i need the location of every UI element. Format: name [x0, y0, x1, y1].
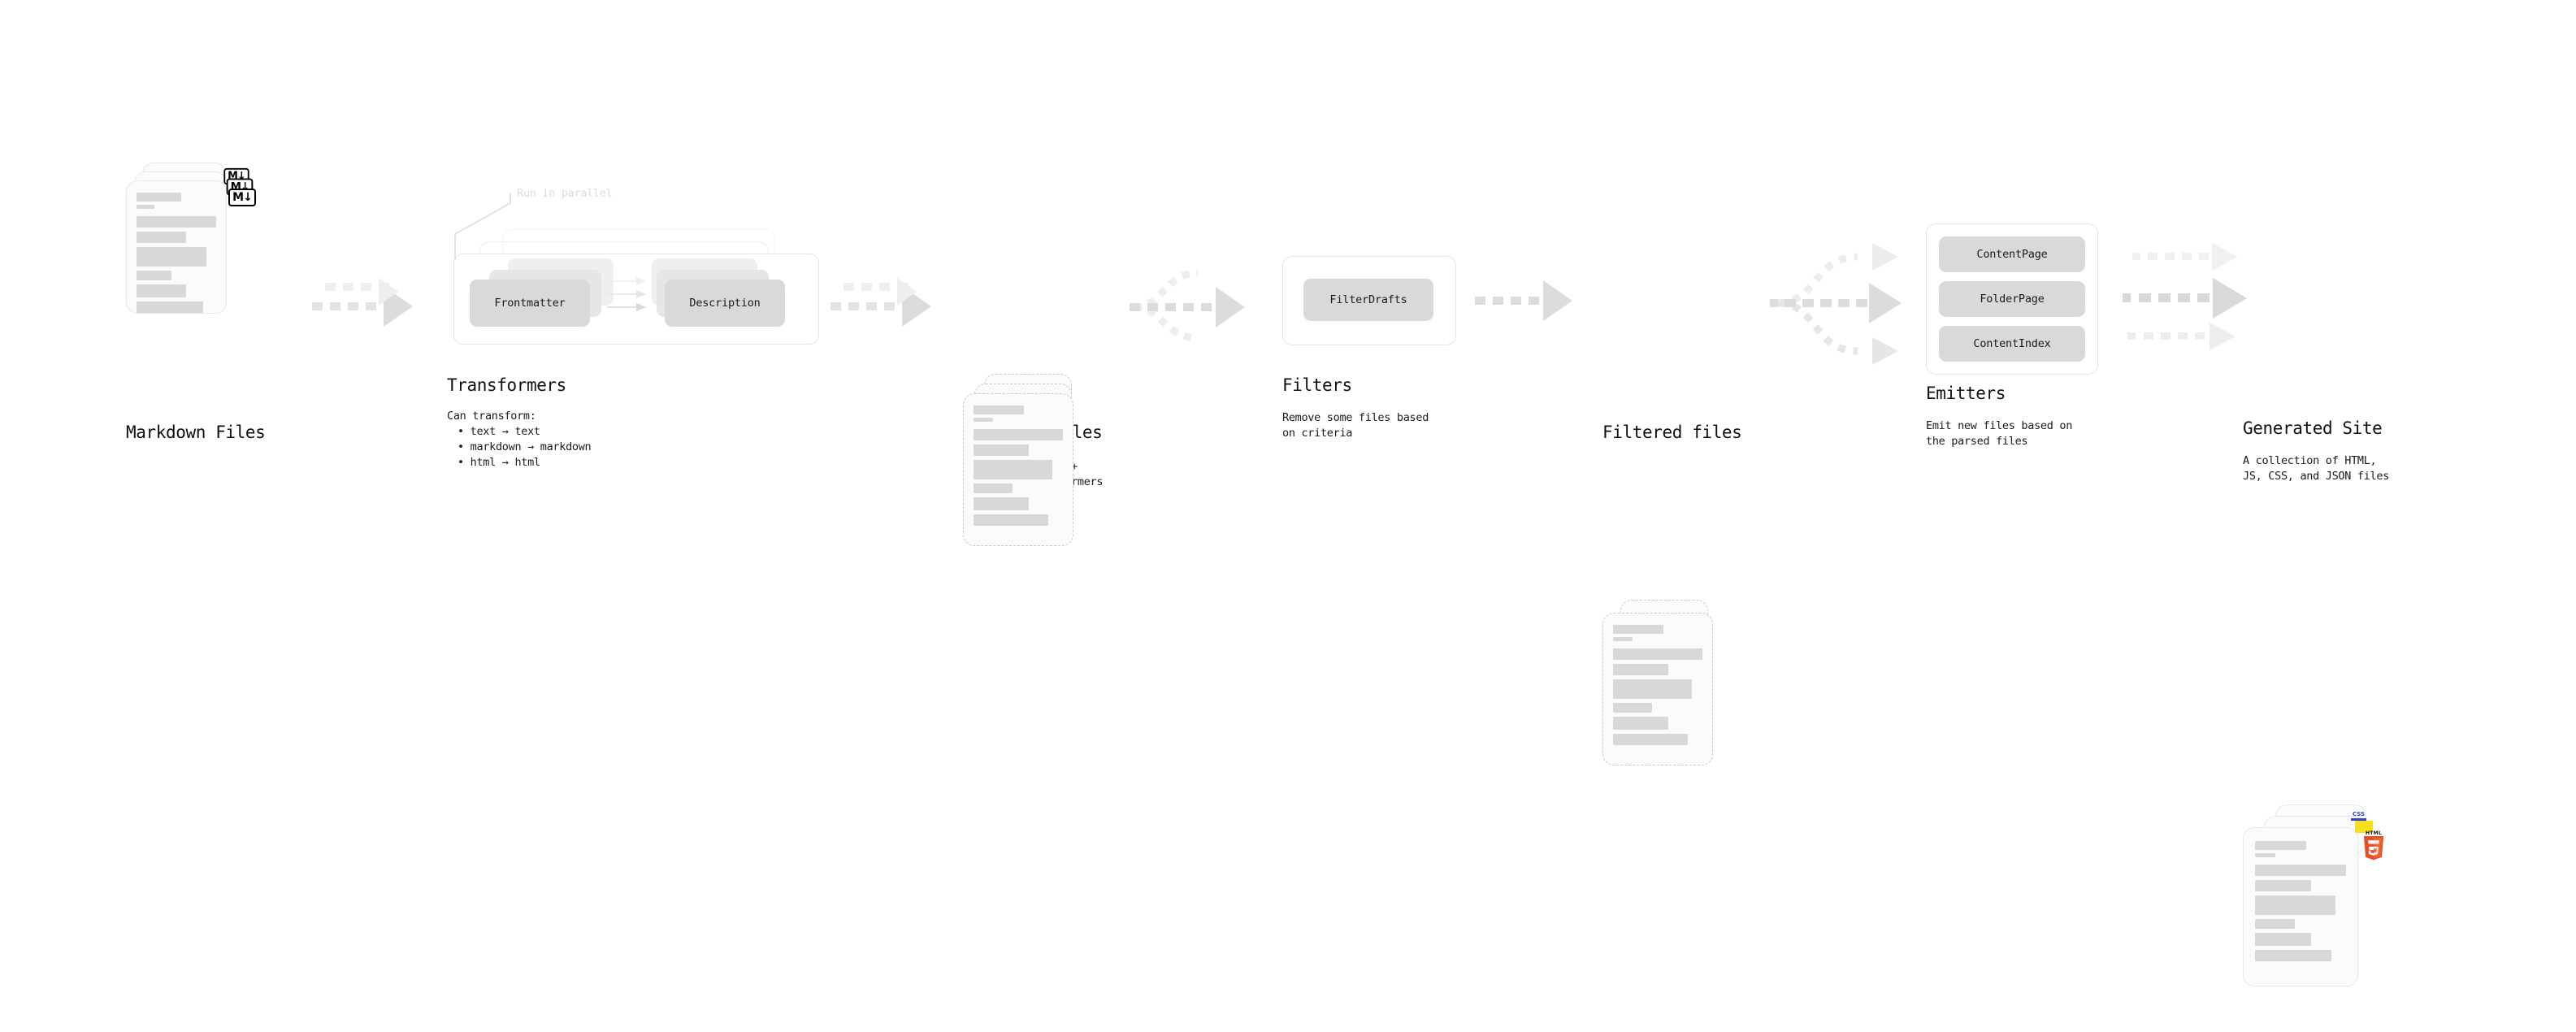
skeleton-line — [137, 301, 204, 313]
skeleton-line — [1613, 734, 1689, 745]
skeleton-line — [974, 418, 994, 422]
skeleton-line — [1613, 648, 1702, 660]
skeleton-line — [974, 497, 1030, 510]
stage-title-emitters: Emitters — [1926, 384, 2006, 403]
skeleton-line — [974, 483, 1013, 493]
chip-contentindex[interactable]: ContentIndex — [1939, 326, 2085, 362]
stage-caption-generated-site: A collection of HTML, JS, CSS, and JSON … — [2243, 454, 2390, 483]
skeleton-line — [137, 284, 186, 297]
skeleton-line — [2255, 919, 2296, 929]
document-card-html — [2243, 827, 2358, 986]
skeleton-line — [137, 193, 181, 202]
chip-contentpage[interactable]: ContentPage — [1939, 236, 2085, 272]
connector-modified-to-filters — [1130, 269, 1245, 342]
stage-caption-emitters: Emit new files based on the parsed files — [1926, 419, 2073, 448]
chip-description[interactable]: Description — [665, 280, 785, 327]
document-card-front — [1602, 613, 1713, 765]
stage-caption-filters: Remove some files based on criteria — [1282, 411, 1429, 440]
stage-generated-site[interactable]: CSS HTML — [2243, 804, 2397, 1032]
skeleton-line — [2255, 841, 2306, 850]
stage-emitters[interactable]: ContentPage FolderPage ContentIndex — [1926, 223, 2098, 375]
chip-frontmatter[interactable]: Frontmatter — [470, 280, 590, 327]
stage-title-markdown-files: Markdown Files — [126, 423, 266, 442]
skeleton-line — [1613, 664, 1669, 675]
stage-title-generated-site: Generated Site — [2243, 418, 2383, 438]
skeleton-line — [974, 444, 1030, 456]
stage-title-filters: Filters — [1282, 375, 1352, 395]
skeleton-line — [137, 216, 216, 228]
skeleton-line — [137, 232, 186, 243]
html5-shield — [2363, 836, 2384, 861]
skeleton-line — [2255, 880, 2312, 891]
skeleton-line — [974, 514, 1049, 526]
skeleton-line — [974, 460, 1052, 479]
document-card-front — [126, 180, 227, 314]
document-card-front — [963, 393, 1073, 546]
pipeline-diagram: M↓ M↓ M↓ Markdown Files Run in parallel — [126, 163, 2390, 986]
chip-folderpage[interactable]: FolderPage — [1939, 281, 2085, 317]
skeleton-line — [2255, 933, 2312, 946]
skeleton-line — [1613, 679, 1692, 699]
chip-filterdrafts[interactable]: FilterDrafts — [1303, 279, 1433, 321]
bullet-markdown-to-markdown: • markdown → markdown — [458, 440, 592, 453]
markdown-icon: M↓ — [228, 189, 256, 206]
connector-transformers-to-modified — [830, 278, 931, 327]
skeleton-line — [137, 205, 154, 209]
stage-transformers[interactable]: Run in parallel Frontmatter Description — [447, 187, 821, 366]
html5-icon: HTML — [2361, 830, 2386, 861]
transform-bullet-list: • text → text • markdown → markdown • ht… — [447, 424, 592, 470]
skeleton-line — [974, 429, 1063, 440]
stage-caption-transformers: Can transform: — [447, 410, 536, 423]
stage-filtered-files[interactable] — [1602, 593, 1749, 813]
stage-modified-files[interactable] — [963, 374, 1109, 593]
skeleton-line — [2255, 895, 2335, 915]
stage-filters[interactable]: FilterDrafts — [1282, 256, 1456, 345]
run-in-parallel-label: Run in parallel — [517, 187, 613, 200]
skeleton-line — [974, 405, 1024, 414]
skeleton-line — [1613, 717, 1669, 730]
bullet-text-to-text: • text → text — [458, 425, 540, 438]
skeleton-line — [1613, 703, 1653, 713]
skeleton-line — [2255, 865, 2346, 876]
connector-filtered-to-emitters — [1770, 243, 1902, 365]
css-icon: CSS — [2350, 811, 2366, 821]
stage-title-transformers: Transformers — [447, 375, 566, 395]
skeleton-line — [1613, 625, 1663, 634]
skeleton-line — [2255, 853, 2275, 857]
html5-icon-label: HTML — [2365, 830, 2383, 836]
skeleton-line — [137, 247, 207, 267]
skeleton-line — [1613, 637, 1633, 641]
stage-title-filtered-files: Filtered files — [1602, 423, 1742, 442]
connector-emitters-to-site — [2123, 243, 2247, 350]
skeleton-line — [2255, 950, 2332, 961]
skeleton-line — [137, 271, 172, 280]
stage-markdown-files[interactable]: M↓ M↓ M↓ — [126, 163, 264, 374]
bullet-html-to-html: • html → html — [458, 456, 540, 469]
connector-filters-to-filtered — [1475, 280, 1572, 321]
connector-md-to-transformers — [312, 278, 413, 327]
